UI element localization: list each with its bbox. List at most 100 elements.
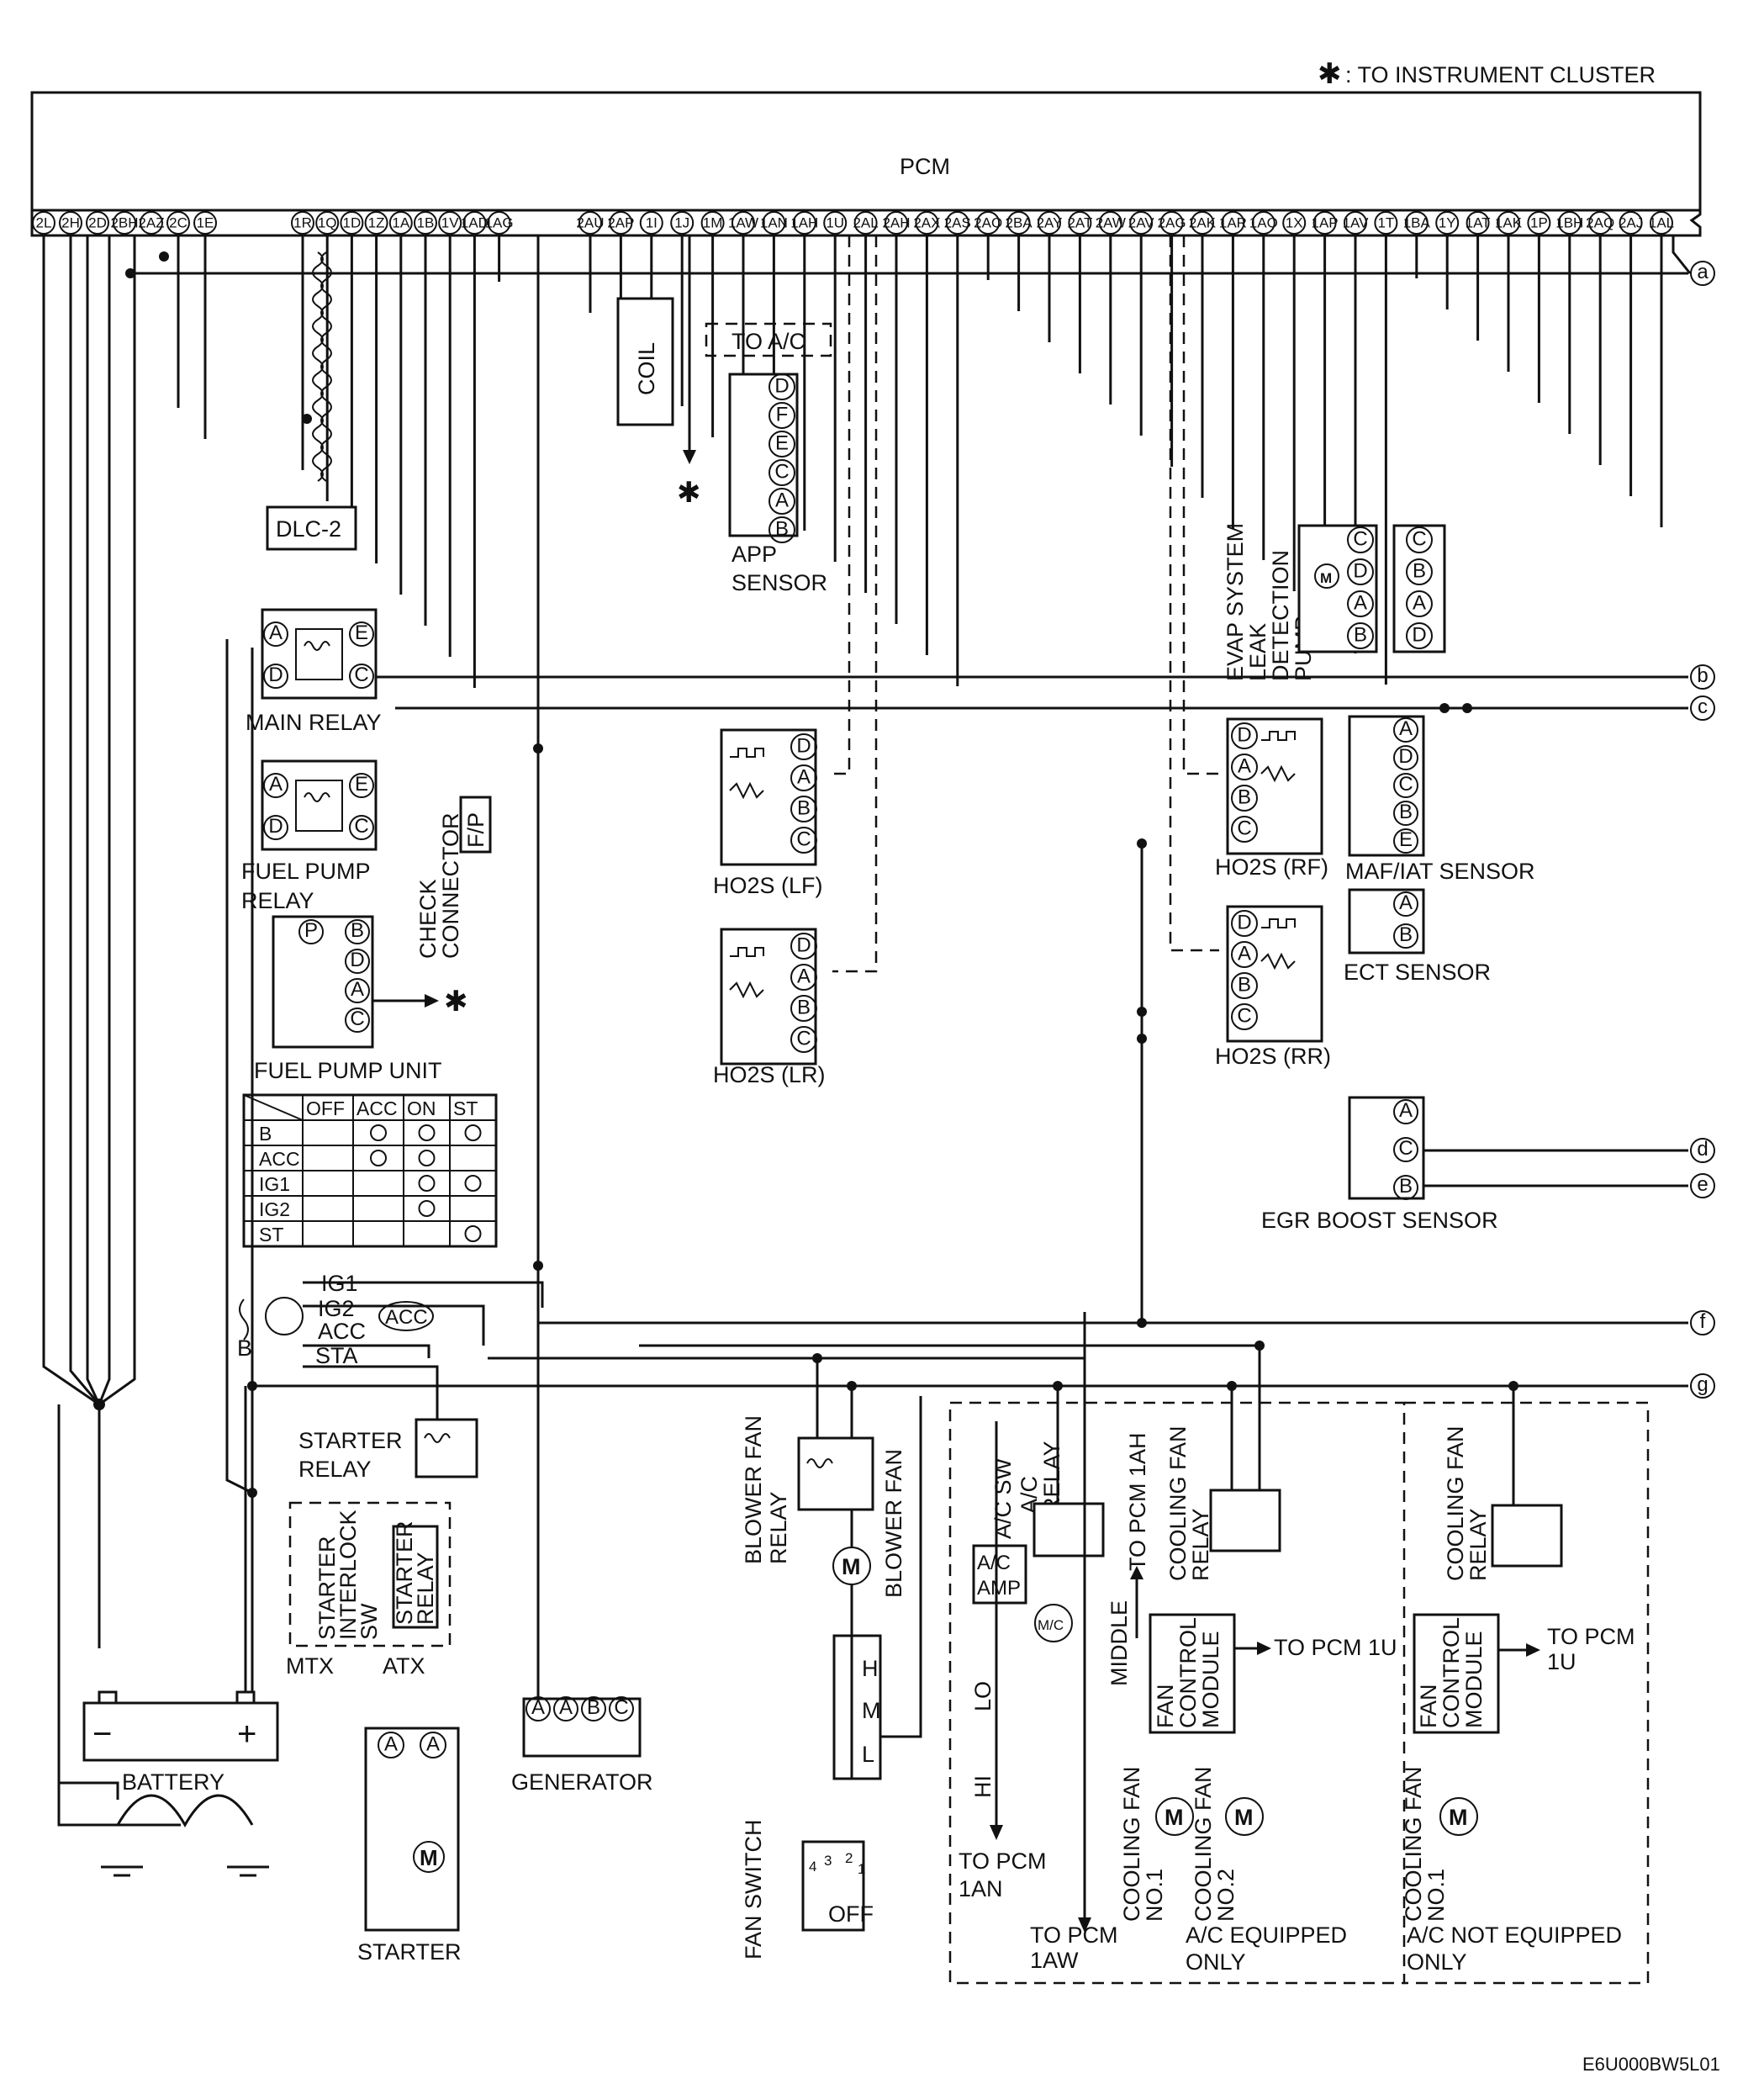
- egr-pin-b: B: [1393, 1175, 1418, 1200]
- pcm-pin-2ap: 2AP: [607, 211, 634, 235]
- pcm-pin-2ag: 2AG: [1158, 211, 1186, 235]
- ho2s-lr-pin-a-label: A: [797, 965, 811, 987]
- ho2s-shield-lines: [832, 235, 1219, 973]
- evap-motor-symbol: M: [1320, 570, 1332, 586]
- fan-switch-label: FAN SWITCH: [741, 1820, 766, 1960]
- fan-pos-h: H: [862, 1656, 879, 1681]
- fan-switch-off: OFF: [828, 1901, 874, 1927]
- evap-right-pin-b: B: [1406, 558, 1433, 585]
- pcm-pin-1i: 1I: [639, 211, 663, 235]
- starter-interlock-label-3: SW: [356, 1603, 382, 1640]
- pcm-pin-2aj: 2AJ: [1619, 211, 1643, 235]
- app-pin-f: F: [768, 402, 795, 429]
- ign-table-header-acc: ACC: [356, 1097, 398, 1119]
- edge-ref-b: b: [1690, 664, 1715, 690]
- fp-relay-pin-a-label: A: [269, 773, 283, 796]
- maf-pin-d-label: D: [1398, 745, 1413, 768]
- maf-pin-b-label: B: [1399, 801, 1413, 823]
- maf-pin-e: E: [1393, 828, 1418, 854]
- ho2s-lr-pin-b-label: B: [797, 996, 811, 1018]
- battery-minus: −: [92, 1716, 112, 1753]
- ho2s-rf-label: HO2S (RF): [1215, 854, 1328, 880]
- hi-label: HI: [970, 1775, 996, 1798]
- ect-pin-b: B: [1393, 923, 1418, 949]
- ho2s-lf-pin-c: C: [790, 827, 817, 854]
- maf-pin-a-label: A: [1399, 717, 1413, 740]
- pcm-pin-1ba: 1BA: [1403, 211, 1431, 235]
- ign-sta: STA: [315, 1343, 358, 1368]
- fcm-a-label-2: CONTROL: [1175, 1617, 1201, 1728]
- app-pin-a-label: A: [775, 489, 789, 511]
- pcm-pin-2h: 2H: [59, 211, 82, 235]
- ac-not-equipped-label-2: ONLY: [1407, 1949, 1467, 1975]
- ho2s-rr-pin-b: B: [1231, 972, 1258, 999]
- pcm-pin-2ao-label: 2AO: [974, 214, 1002, 230]
- pcm-pin-1m-label: 1M: [703, 214, 723, 230]
- pcm-pin-1v-label: 1V: [441, 214, 459, 230]
- pcm-pin-2d: 2D: [86, 211, 109, 235]
- edge-ref-a: a: [1690, 261, 1715, 286]
- to-pcm-1aw-1: TO PCM: [1030, 1922, 1118, 1948]
- edge-ref-c-label: c: [1698, 695, 1708, 718]
- ac-not-equipped-label-1: A/C NOT EQUIPPED: [1407, 1922, 1622, 1948]
- ect-label: ECT SENSOR: [1344, 960, 1491, 985]
- fuel-pump-pin-b: B: [345, 919, 370, 944]
- pcm-pin-1ao: 1AO: [1249, 211, 1278, 235]
- ho2s-rr-label: HO2S (RR): [1215, 1044, 1331, 1069]
- pcm-pin-2ba: 2BA: [1006, 211, 1033, 235]
- fuel-pump-pin-a: A: [345, 978, 370, 1003]
- pcm-pin-1ag-label: 1AG: [485, 214, 514, 230]
- pcm-pin-1b: 1B: [414, 211, 437, 235]
- evap-right-pin-c-label: C: [1412, 527, 1426, 550]
- pcm-pin-2ao: 2AO: [974, 211, 1002, 235]
- evap-label-1: EVAP SYSTEM: [1223, 523, 1248, 681]
- starter-interlock-label-1: STARTER: [314, 1536, 340, 1640]
- note-text: : TO INSTRUMENT CLUSTER: [1345, 62, 1656, 87]
- app-asterisk: ✱: [677, 477, 701, 509]
- pcm-pin-2at-label: 2AT: [1067, 214, 1092, 230]
- pcm-pin-2ag-label: 2AG: [1158, 214, 1186, 230]
- cf-a-no2-label-2: NO.2: [1213, 1869, 1238, 1922]
- evap-label-2: LEAK: [1245, 623, 1270, 681]
- app-pin-a: A: [768, 488, 795, 515]
- starter-motor-symbol: M: [420, 1845, 438, 1870]
- fuel-pump-relay-label-1: FUEL PUMP: [241, 859, 371, 884]
- pcm-pin-1al: 1AL: [1649, 211, 1674, 235]
- starter-label: STARTER: [357, 1939, 462, 1965]
- maf-iat-label: MAF/IAT SENSOR: [1345, 859, 1535, 884]
- evap-left-pin-b-label: B: [1354, 623, 1367, 646]
- fan-num-2: 2: [845, 1850, 853, 1866]
- edge-ref-d: d: [1690, 1138, 1715, 1163]
- pcm-pin-1ap: 1AP: [1312, 211, 1339, 235]
- blower-fan-relay-label-1: BLOWER FAN: [741, 1415, 766, 1564]
- pcm-pin-1bh: 1BH: [1555, 211, 1583, 235]
- cf-a-no1-label-2: NO.1: [1142, 1869, 1167, 1922]
- evap-left-pin-a-label: A: [1354, 591, 1367, 614]
- pcm-pin-2ax-label: 2AX: [913, 214, 940, 230]
- pcm-pin-1ar-label: 1AR: [1219, 214, 1247, 230]
- egr-boost-sensor: ACB EGR BOOST SENSOR: [1261, 1096, 1498, 1233]
- cf-b-no1-label-1: COOLING FAN: [1401, 1766, 1426, 1922]
- app-pin-d: D: [768, 373, 795, 400]
- egr-pin-c: C: [1393, 1137, 1418, 1162]
- main-relay-label: MAIN RELAY: [246, 710, 382, 735]
- fuel-pump-pin-b-label: B: [351, 919, 364, 942]
- ground-bundle: [42, 235, 181, 1827]
- pcm-pin-1av: 1AV: [1343, 211, 1369, 235]
- app-pin-b-label: B: [775, 517, 789, 540]
- main-relay-pin-a: A: [263, 621, 288, 647]
- pcm-pin-2au: 2AU: [576, 211, 605, 235]
- edge-ref-g: g: [1690, 1373, 1715, 1399]
- pcm-pin-1d: 1D: [340, 211, 364, 235]
- fuel-pump-pin-p-label: P: [304, 919, 318, 942]
- ign-ig2: IG2: [318, 1296, 355, 1321]
- fp-relay-pin-d: D: [263, 815, 288, 840]
- pcm-pin-2as-label: 2AS: [944, 214, 971, 230]
- evap-left-pin-d: D: [1347, 558, 1374, 585]
- pcm-pin-1v: 1V: [438, 211, 462, 235]
- app-pin-d-label: D: [774, 374, 789, 397]
- pcm-pin-2ak-label: 2AK: [1189, 214, 1217, 230]
- fan-pos-m: M: [862, 1698, 881, 1723]
